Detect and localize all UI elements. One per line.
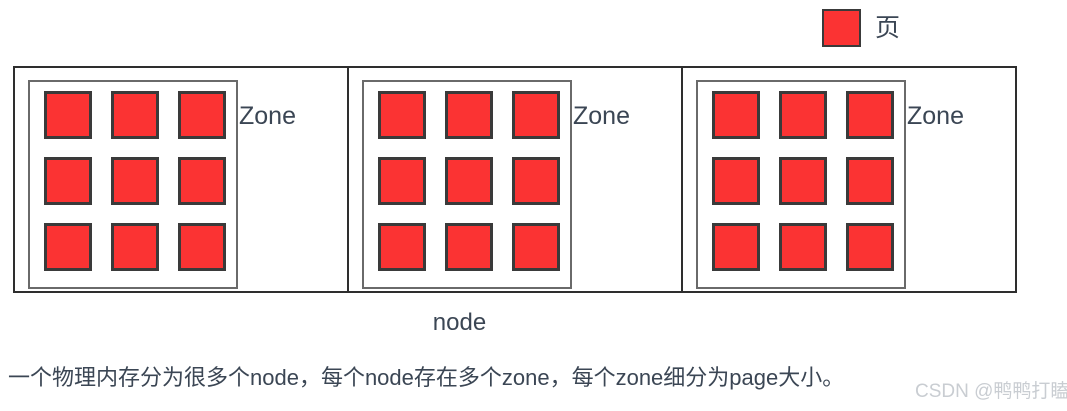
zone-box-1 [28, 80, 238, 289]
node-box-2: Zone [349, 68, 683, 291]
page-cell [44, 91, 92, 139]
zone-label-2: Zone [573, 102, 630, 130]
zone-label-1: Zone [239, 102, 296, 130]
page-cell [512, 91, 560, 139]
page-cell [445, 157, 493, 205]
node-box-3: Zone [683, 68, 1015, 291]
page-cell [44, 223, 92, 271]
csdn-watermark: CSDN @鸭鸭打瞌睡 [915, 381, 1067, 402]
page-cell [378, 157, 426, 205]
node-row: Zone Zone [13, 66, 1017, 293]
zone-wrap-3: Zone [696, 80, 964, 289]
legend-label: 页 [875, 13, 901, 42]
legend: 页 [822, 9, 900, 47]
zone-wrap-1: Zone [28, 80, 296, 289]
page-cell [779, 91, 827, 139]
zone-box-3 [696, 80, 906, 289]
zone-box-2 [362, 80, 572, 289]
explanation-caption: 一个物理内存分为很多个node，每个node存在多个zone，每个zone细分为… [8, 365, 845, 390]
page-cell [712, 223, 760, 271]
page-cell [111, 91, 159, 139]
page-cell [44, 157, 92, 205]
page-cell [178, 223, 226, 271]
page-cell [779, 157, 827, 205]
page-cell [512, 223, 560, 271]
page-cell [846, 91, 894, 139]
page-cell [178, 157, 226, 205]
page-cell [846, 157, 894, 205]
page-cell [178, 91, 226, 139]
page-cell [712, 157, 760, 205]
page-cell [111, 157, 159, 205]
zone-wrap-2: Zone [362, 80, 630, 289]
page-cell [846, 223, 894, 271]
page-cell [111, 223, 159, 271]
page-cell [378, 91, 426, 139]
page-cell [445, 223, 493, 271]
page-cell [712, 91, 760, 139]
page-swatch-icon [822, 9, 861, 47]
zone-label-3: Zone [907, 102, 964, 130]
page-cell [378, 223, 426, 271]
page-cell [512, 157, 560, 205]
page-cell [779, 223, 827, 271]
node-caption: node [432, 309, 487, 336]
page-cell [445, 91, 493, 139]
node-box-1: Zone [15, 68, 349, 291]
